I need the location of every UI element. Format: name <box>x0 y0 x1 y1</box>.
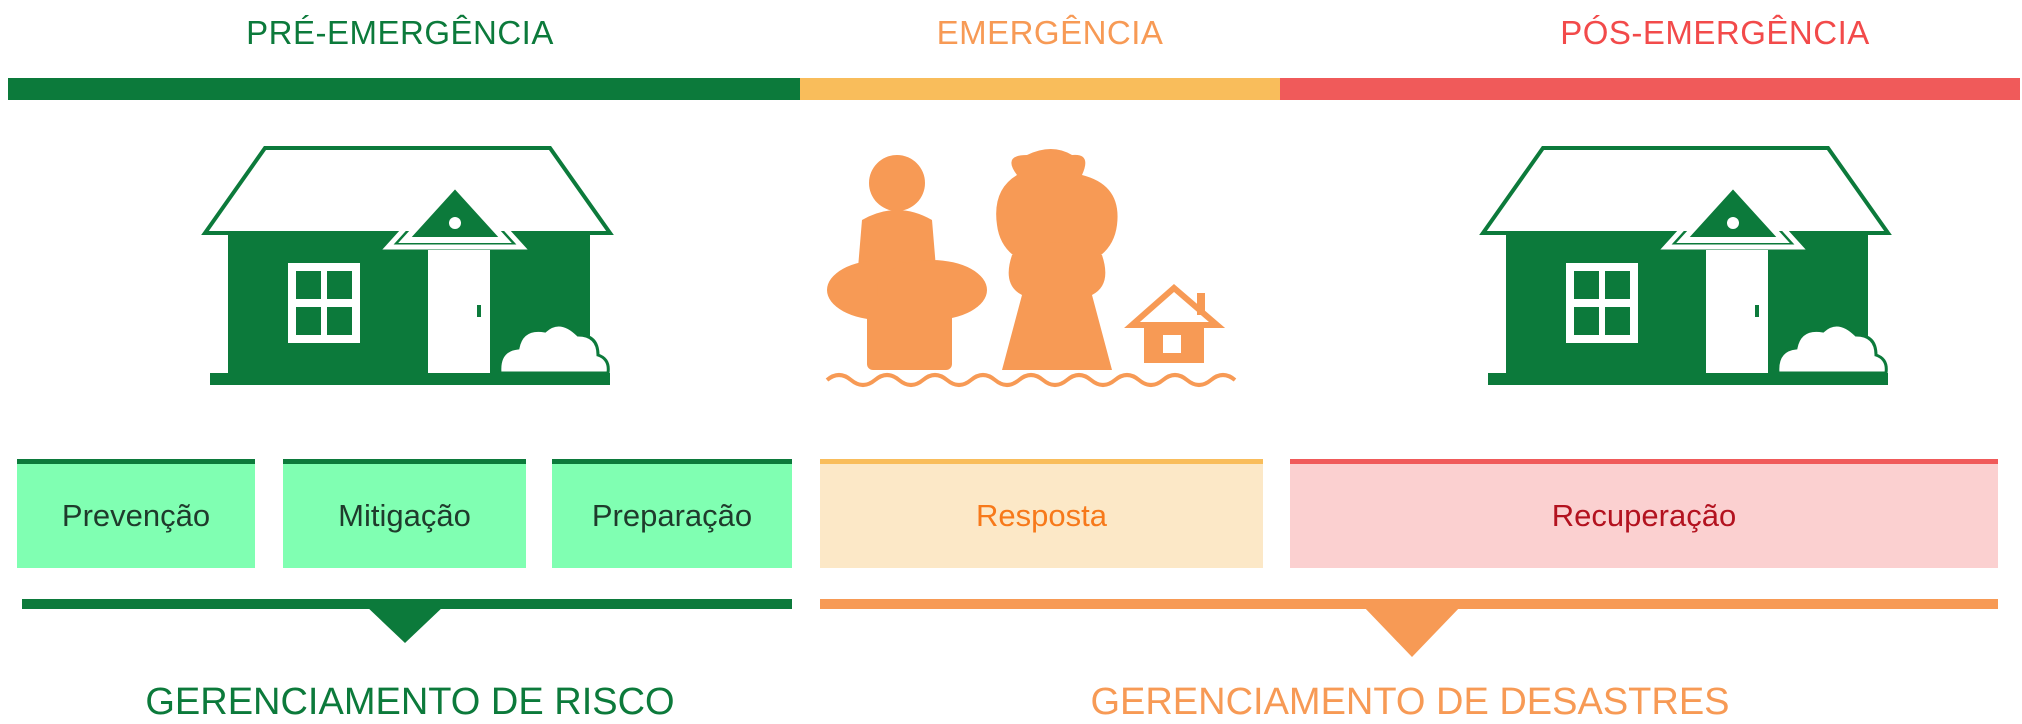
risk-management-line <box>22 599 792 609</box>
risk-management-pointer <box>365 605 445 645</box>
stage-label: Resposta <box>976 498 1107 533</box>
stage-resposta: Resposta <box>820 459 1263 568</box>
phase-bar-emergency <box>800 78 1280 100</box>
flood-victims-icon <box>822 145 1262 395</box>
stage-label: Prevenção <box>61 498 211 533</box>
stage-label: Preparação <box>591 498 753 533</box>
stage-label: Mitigação <box>338 498 471 533</box>
phase-title-pre-emergency: PRÉ-EMERGÊNCIA <box>246 14 554 51</box>
phase-bar-post-emergency <box>1280 78 2020 100</box>
house-icon <box>200 145 615 390</box>
phase-title-post-emergency: PÓS-EMERGÊNCIA <box>1560 14 1870 51</box>
risk-management-label: GERENCIAMENTO DE RISCO <box>145 681 675 723</box>
disaster-management-pointer <box>1362 605 1462 659</box>
stage-recuperacao: Recuperação <box>1290 459 1998 568</box>
stage-preparacao: Preparação <box>552 459 792 568</box>
phase-title-emergency: EMERGÊNCIA <box>936 14 1164 51</box>
disaster-management-line <box>820 599 1998 609</box>
stage-mitigacao: Mitigação <box>283 459 526 568</box>
stage-prevencao: Prevenção <box>17 459 255 568</box>
disaster-management-label: GERENCIAMENTO DE DESASTRES <box>1090 681 1730 723</box>
stage-label: Recuperação <box>1551 498 1737 533</box>
house-icon <box>1478 145 1893 390</box>
phase-bar-pre-emergency <box>8 78 800 100</box>
